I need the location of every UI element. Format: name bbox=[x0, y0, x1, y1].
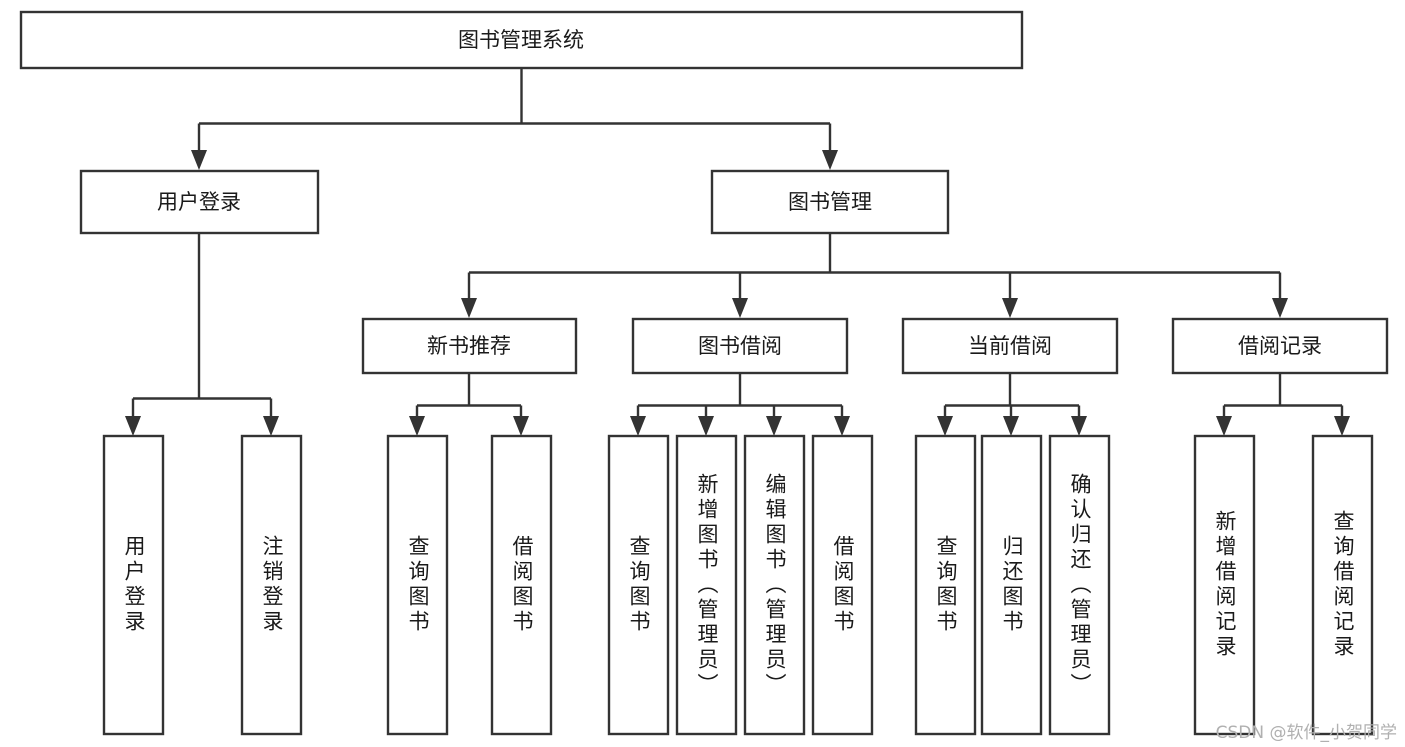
node-new-book-recommend[interactable]: 新书推荐 bbox=[361, 317, 578, 375]
node-borrow-record-label: 借阅记录 bbox=[1238, 334, 1322, 358]
node-user-login-box[interactable] bbox=[79, 169, 320, 235]
leaf-box-user-login-1[interactable] bbox=[102, 434, 165, 736]
leaf-box-borrow-record-2[interactable] bbox=[1311, 434, 1374, 736]
arrow-userlogin-c1-icon bbox=[125, 416, 141, 436]
node-current-borrow[interactable]: 当前借阅 bbox=[901, 317, 1119, 375]
node-book-borrow-label: 图书借阅 bbox=[698, 334, 782, 358]
node-user-login[interactable]: 用户登录 bbox=[79, 169, 320, 235]
leaf-box-user-login-2[interactable] bbox=[240, 434, 303, 736]
arrow-borrowrecord-c2-icon bbox=[1334, 416, 1350, 436]
arrow-bookborrow-c2-icon bbox=[698, 416, 714, 436]
node-book-borrow-box[interactable] bbox=[631, 317, 849, 375]
arrow-newbook-c1-icon bbox=[409, 416, 425, 436]
leaf-box-book-borrow-1[interactable] bbox=[607, 434, 670, 736]
node-borrow-record[interactable]: 借阅记录 bbox=[1171, 317, 1389, 375]
leaf-box-borrow-record-1[interactable] bbox=[1193, 434, 1256, 736]
node-new-book-recommend-label: 新书推荐 bbox=[427, 334, 511, 358]
csdn-watermark: CSDN @软件_小贺同学 bbox=[1215, 723, 1397, 743]
node-current-borrow-box[interactable] bbox=[901, 317, 1119, 375]
arrow-bookborrow-c1-icon bbox=[630, 416, 646, 436]
node-root[interactable]: 图书管理系统 bbox=[19, 10, 1024, 70]
arrow-newbook-c2-icon bbox=[513, 416, 529, 436]
node-borrow-record-box[interactable] bbox=[1171, 317, 1389, 375]
leaf-box-book-borrow-4[interactable] bbox=[811, 434, 874, 736]
node-user-login-label: 用户登录 bbox=[157, 190, 241, 214]
arrow-bookmgmt-c2-icon bbox=[732, 298, 748, 318]
arrow-root-to-bookmgmt-icon bbox=[822, 150, 838, 170]
arrow-bookmgmt-c4-icon bbox=[1272, 298, 1288, 318]
leaf-box-book-borrow-3[interactable] bbox=[743, 434, 806, 736]
leaf-box-current-borrow-1[interactable] bbox=[914, 434, 977, 736]
arrow-currentborrow-c2-icon bbox=[1003, 416, 1019, 436]
node-root-box[interactable] bbox=[19, 10, 1024, 70]
connectors bbox=[125, 68, 1350, 436]
leaf-box-current-borrow-2[interactable] bbox=[980, 434, 1043, 736]
node-book-management-box[interactable] bbox=[710, 169, 950, 235]
leaf-box-book-borrow-2[interactable] bbox=[675, 434, 738, 736]
arrow-userlogin-c2-icon bbox=[263, 416, 279, 436]
node-book-management-label: 图书管理 bbox=[788, 190, 872, 214]
arrow-borrowrecord-c1-icon bbox=[1216, 416, 1232, 436]
arrow-root-to-userlogin-icon bbox=[191, 150, 207, 170]
node-root-label: 图书管理系统 bbox=[458, 28, 584, 52]
arrow-bookborrow-c3-icon bbox=[766, 416, 782, 436]
arrow-currentborrow-c3-icon bbox=[1071, 416, 1087, 436]
arrow-currentborrow-c1-icon bbox=[937, 416, 953, 436]
leaf-box-new-book-1[interactable] bbox=[386, 434, 449, 736]
node-current-borrow-label: 当前借阅 bbox=[968, 334, 1052, 358]
leaf-box-current-borrow-3[interactable] bbox=[1048, 434, 1111, 736]
leaf-box-new-book-2[interactable] bbox=[490, 434, 553, 736]
arrow-bookmgmt-c3-icon bbox=[1002, 298, 1018, 318]
node-book-management[interactable]: 图书管理 bbox=[710, 169, 950, 235]
node-book-borrow[interactable]: 图书借阅 bbox=[631, 317, 849, 375]
arrow-bookmgmt-c1-icon bbox=[461, 298, 477, 318]
node-new-book-recommend-box[interactable] bbox=[361, 317, 578, 375]
arrow-bookborrow-c4-icon bbox=[834, 416, 850, 436]
